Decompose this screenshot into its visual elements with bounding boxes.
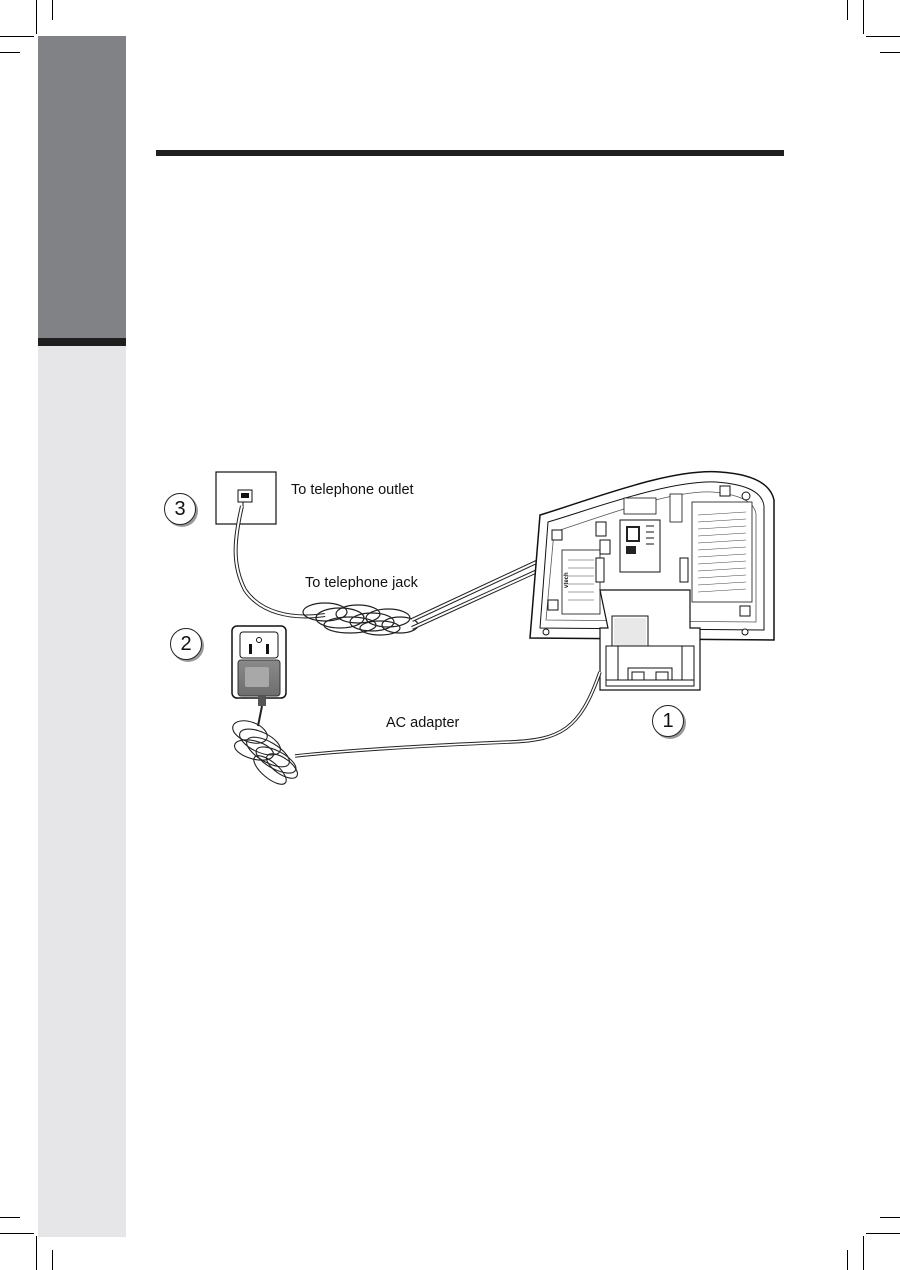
sidebar-tab-dark [38, 36, 126, 338]
crop-mark [52, 1250, 53, 1270]
crop-mark [866, 1233, 900, 1234]
crop-mark [847, 1250, 848, 1270]
installation-illustration: vtech [215, 470, 775, 785]
header-rule [156, 150, 784, 156]
ac-adapter-cord [232, 671, 602, 785]
crop-mark [866, 36, 900, 37]
sidebar-divider [38, 338, 126, 346]
crop-mark [0, 1217, 20, 1218]
crop-mark [52, 0, 53, 20]
crop-mark [36, 0, 37, 34]
wall-jack-plate [215, 471, 277, 525]
installation-diagram: vtech [150, 460, 800, 800]
callout-3: 3 [164, 493, 196, 525]
sidebar-tab-light [38, 346, 126, 1237]
label-telephone-jack: To telephone jack [305, 575, 418, 591]
label-ac-adapter: AC adapter [386, 715, 460, 731]
crop-mark [863, 1236, 864, 1270]
crop-mark [880, 1217, 900, 1218]
callout-2: 2 [170, 628, 202, 660]
brand-logo: vtech [564, 572, 570, 588]
ac-adapter [231, 625, 287, 727]
crop-mark [0, 52, 20, 53]
label-telephone-outlet: To telephone outlet [291, 482, 414, 498]
crop-mark [863, 0, 864, 34]
callout-1: 1 [652, 705, 684, 737]
crop-mark [0, 36, 34, 37]
crop-mark [36, 1236, 37, 1270]
crop-mark [880, 52, 900, 53]
crop-mark [0, 1233, 34, 1234]
crop-mark [847, 0, 848, 20]
telephone-base: vtech [529, 470, 775, 691]
